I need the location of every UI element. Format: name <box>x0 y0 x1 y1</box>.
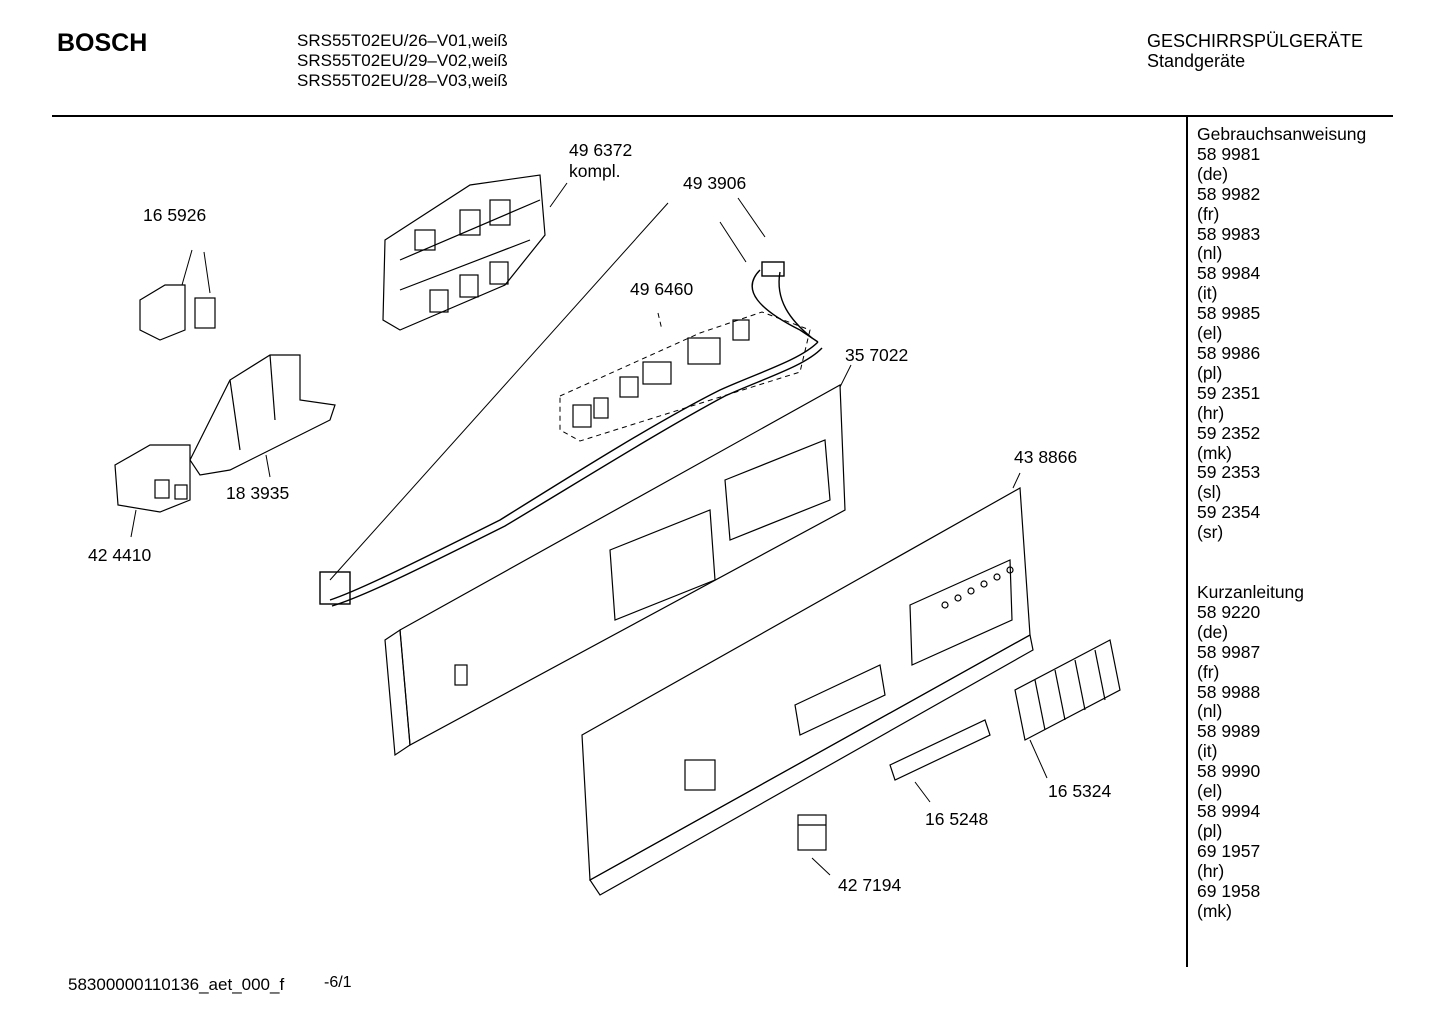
wiring-harness <box>319 261 823 607</box>
doc-language: (de) <box>1197 621 1229 642</box>
doc-number: 59 2354 <box>1197 502 1261 523</box>
doc-language: (nl) <box>1197 243 1223 264</box>
part-label-note: kompl. <box>569 161 621 181</box>
leader-lines <box>130 182 1048 876</box>
selector-knob <box>797 814 827 851</box>
model-list: SRS55T02EU/26–V01,weiß SRS55T02EU/29–V02… <box>297 31 508 91</box>
doc-language: (pl) <box>1197 362 1223 383</box>
panel-frame <box>384 384 846 757</box>
doc-number: 58 9985 <box>1197 303 1261 324</box>
cover-part <box>139 284 216 341</box>
category-subtitle: Standgeräte <box>1147 51 1246 71</box>
sidebar-divider <box>1186 117 1188 967</box>
button-strip <box>1014 639 1121 741</box>
bracket-part <box>189 354 336 476</box>
part-label: 42 4410 <box>88 545 152 565</box>
doc-language: (pl) <box>1197 820 1223 841</box>
doc-language: (hr) <box>1197 402 1225 423</box>
doc-number: 58 9989 <box>1197 721 1261 742</box>
header-divider <box>52 115 1393 117</box>
doc-language: (it) <box>1197 741 1218 762</box>
doc-number: 58 9987 <box>1197 641 1261 662</box>
doc-language: (fr) <box>1197 203 1220 224</box>
doc-number: 58 9981 <box>1197 143 1261 164</box>
part-label: 35 7022 <box>845 345 909 365</box>
part-label: 16 5926 <box>143 205 207 225</box>
doc-language: (el) <box>1197 323 1223 344</box>
switch-part <box>114 444 191 513</box>
short-guide-title: Kurzanleitung <box>1197 582 1305 602</box>
part-label: 43 8866 <box>1014 447 1078 467</box>
part-label: 16 5324 <box>1048 781 1112 801</box>
doc-language: (nl) <box>1197 701 1223 722</box>
doc-number: 69 1958 <box>1197 880 1261 901</box>
model-line: SRS55T02EU/29–V02,weiß <box>297 51 508 70</box>
doc-number: 58 9982 <box>1197 183 1261 204</box>
doc-language: (it) <box>1197 283 1218 304</box>
brand-logo: BOSCH <box>57 29 148 57</box>
part-label: 18 3935 <box>226 483 290 503</box>
doc-number: 58 9994 <box>1197 800 1261 821</box>
front-fascia <box>581 487 1034 896</box>
part-label: 49 6460 <box>630 279 694 299</box>
doc-language: (sl) <box>1197 482 1222 503</box>
part-label: 49 6372 <box>569 140 633 160</box>
manual-list: Gebrauchsanweisung 58 9981 (de) 58 9982 … <box>1197 124 1367 543</box>
part-label: 42 7194 <box>838 875 902 895</box>
short-guide-list: Kurzanleitung 58 9220 (de) 58 9987 (fr) … <box>1197 582 1305 921</box>
model-line: SRS55T02EU/28–V03,weiß <box>297 71 508 90</box>
doc-number: 59 2351 <box>1197 382 1261 403</box>
doc-number: 58 9984 <box>1197 263 1261 284</box>
light-bar <box>889 719 991 781</box>
control-module <box>382 174 546 331</box>
doc-number: 58 9990 <box>1197 761 1261 782</box>
doc-language: (mk) <box>1197 442 1232 463</box>
model-line: SRS55T02EU/26–V01,weiß <box>297 31 508 50</box>
exploded-parts-drawing <box>114 174 1121 896</box>
doc-number: 58 9220 <box>1197 601 1261 622</box>
part-label: 16 5248 <box>925 809 989 829</box>
connector-group-outline <box>559 311 811 442</box>
doc-language: (el) <box>1197 781 1223 802</box>
doc-number: 58 9986 <box>1197 342 1261 363</box>
product-category: GESCHIRRSPÜLGERÄTE Standgeräte <box>1147 31 1363 71</box>
doc-number: 58 9988 <box>1197 681 1261 702</box>
doc-number: 59 2353 <box>1197 462 1261 483</box>
doc-language: (fr) <box>1197 661 1220 682</box>
connector-blocks <box>572 319 750 428</box>
doc-language: (sr) <box>1197 522 1224 543</box>
doc-language: (mk) <box>1197 900 1232 921</box>
doc-number: 69 1957 <box>1197 840 1261 861</box>
doc-number: 58 9983 <box>1197 223 1261 244</box>
page-number: -6/1 <box>324 974 352 991</box>
document-code: 58300000110136_aet_000_f <box>68 975 285 994</box>
doc-language: (de) <box>1197 163 1229 184</box>
manual-title: Gebrauchsanweisung <box>1197 124 1367 144</box>
doc-number: 59 2352 <box>1197 422 1261 443</box>
category-title: GESCHIRRSPÜLGERÄTE <box>1147 31 1364 51</box>
part-label: 49 3906 <box>683 173 747 193</box>
doc-language: (hr) <box>1197 860 1225 881</box>
